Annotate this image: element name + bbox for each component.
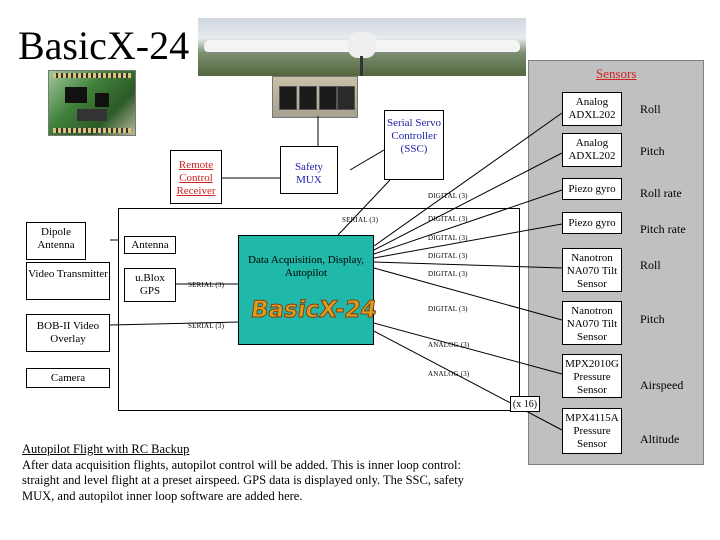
digital-label: DIGITAL (3) (428, 234, 468, 242)
sensor-measure: Roll (640, 102, 661, 116)
analog-label: ANALOG (3) (428, 370, 470, 378)
sensor-name: MPX4115A Pressure Sensor (565, 412, 619, 450)
sensor-box: MPX4115A Pressure Sensor (562, 408, 622, 454)
gps-antenna-label: Antenna (131, 239, 169, 251)
serial-label: SERIAL (3) (188, 281, 225, 289)
sensor-box: Piezo gyro (562, 178, 622, 200)
sensor-measure: Airspeed (640, 378, 684, 392)
sensor-box: Nanotron NA070 Tilt Sensor (562, 301, 622, 345)
camera-box: Camera (26, 368, 110, 388)
sensor-box: Analog ADXL202 (562, 133, 622, 167)
sensor-box: MPX2010G Pressure Sensor (562, 354, 622, 398)
multiplier-box: (x 16) (510, 396, 540, 412)
basicx-logo: BasicX-24 (249, 297, 379, 324)
gps-box: u.Blox GPS (124, 268, 176, 302)
sensor-measure: Roll (640, 258, 661, 272)
sensor-measure: Altitude (640, 432, 680, 446)
sensor-measure: Pitch (640, 144, 665, 158)
gps-label: u.Blox GPS (135, 272, 165, 297)
dipole-antenna-box: Dipole Antenna (26, 222, 86, 260)
caption-title: Autopilot Flight with RC Backup (22, 442, 190, 456)
digital-label: DIGITAL (3) (428, 270, 468, 278)
caption: Autopilot Flight with RC Backup After da… (22, 442, 492, 504)
sensor-name: MPX2010G Pressure Sensor (565, 358, 619, 396)
analog-label: ANALOG (3) (428, 341, 470, 349)
sensor-name: Analog ADXL202 (568, 96, 616, 121)
sensor-name: Piezo gyro (568, 183, 616, 195)
camera-label: Camera (50, 372, 86, 384)
multiplier-label: (x 16) (512, 399, 538, 410)
dipole-antenna-label: Dipole Antenna (37, 226, 75, 251)
ssc-box: Serial Servo Controller (SSC) (384, 110, 444, 180)
sensor-name: Nanotron NA070 Tilt Sensor (566, 305, 618, 343)
digital-label: DIGITAL (3) (428, 252, 468, 260)
sensor-box: Analog ADXL202 (562, 92, 622, 126)
page-title: BasicX-24 (18, 23, 190, 68)
airplane-photo (198, 18, 526, 76)
digital-label: DIGITAL (3) (428, 305, 468, 313)
basicx-board-photo (48, 70, 136, 136)
serial-label: SERIAL (3) (188, 322, 225, 330)
servo-electronics-photo (272, 76, 358, 118)
rc-receiver-box: Remote Control Receiver (170, 150, 222, 204)
sensor-name: Nanotron NA070 Tilt Sensor (566, 252, 618, 290)
gps-antenna-box: Antenna (124, 236, 176, 254)
daq-box: Data Acquisition, Display, Autopilot (238, 235, 374, 345)
rc-receiver-label: Remote Control Receiver (176, 159, 216, 197)
bob-ii-label: BOB-II Video Overlay (36, 320, 100, 345)
sensor-name: Analog ADXL202 (568, 137, 616, 162)
sensors-title: Sensors (596, 66, 637, 81)
digital-label: DIGITAL (3) (428, 215, 468, 223)
sensor-measure: Roll rate (640, 186, 682, 200)
daq-label: Data Acquisition, Display, Autopilot (248, 254, 364, 279)
sensor-box: Piezo gyro (562, 212, 622, 234)
sensor-measure: Pitch rate (640, 222, 686, 236)
ssc-label: Serial Servo Controller (SSC) (386, 117, 442, 155)
caption-body: After data acquisition flights, autopilo… (22, 457, 464, 503)
video-transmitter-label: Video Transmitter (28, 268, 108, 280)
sensor-measure: Pitch (640, 312, 665, 326)
serial-label: SERIAL (3) (342, 216, 379, 224)
video-transmitter-box: Video Transmitter (26, 262, 110, 300)
sensor-box: Nanotron NA070 Tilt Sensor (562, 248, 622, 292)
safety-mux-box: Safety MUX (280, 146, 338, 194)
digital-label: DIGITAL (3) (428, 192, 468, 200)
bob-ii-box: BOB-II Video Overlay (26, 314, 110, 352)
safety-mux-label: Safety MUX (294, 161, 324, 186)
sensor-name: Piezo gyro (568, 217, 616, 229)
